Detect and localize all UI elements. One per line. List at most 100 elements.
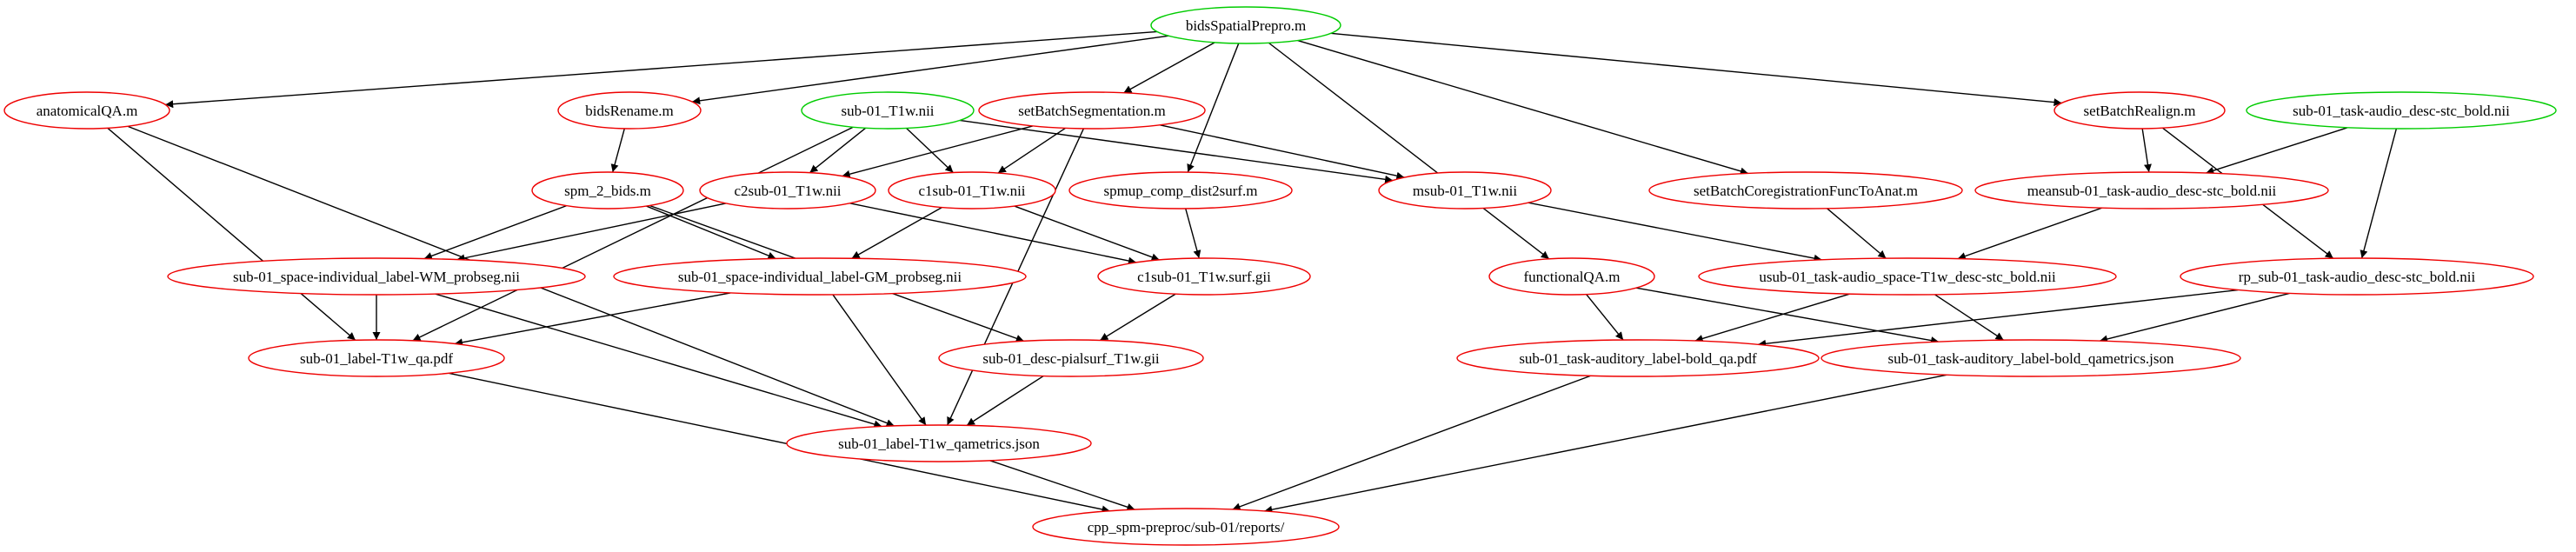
edge-setBatchSegmentation-to-c1sub01	[997, 127, 1066, 174]
node-ellipse	[1974, 171, 2329, 209]
node-ellipse	[1068, 171, 1293, 209]
edge-bidsRename-to-spm2bids	[610, 128, 625, 173]
node-ellipse	[3, 91, 170, 130]
node-reports[interactable]: cpp_spm-preproc/sub-01/reports/	[1032, 508, 1340, 546]
node-ellipse	[1488, 257, 1655, 296]
node-label: rp_sub-01_task-audio_desc-stc_bold.nii	[2239, 269, 2476, 285]
node-label: c1sub-01_T1w.surf.gii	[1137, 269, 1271, 285]
node-ellipse	[801, 91, 975, 130]
node-label: sub-01_T1w.nii	[841, 103, 934, 119]
nodes-layer: bidsSpatialPrepro.m anatomicalQA.m bidsRen…	[3, 6, 2557, 546]
node-spmupDist2surf[interactable]: spmup_comp_dist2surf.m	[1068, 171, 1293, 209]
node-anatomicalQA[interactable]: anatomicalQA.m	[3, 91, 170, 130]
node-label: sub-01_desc-pialsurf_T1w.gii	[982, 350, 1160, 367]
edge-t1wQaPdf-to-reports	[448, 372, 1110, 514]
node-ellipse	[978, 91, 1206, 130]
node-ellipse	[888, 171, 1056, 209]
node-msub01[interactable]: msub-01_T1w.nii	[1378, 171, 1552, 209]
node-label: cpp_spm-preproc/sub-01/reports/	[1088, 519, 1285, 535]
node-rpBold[interactable]: rp_sub-01_task-audio_desc-stc_bold.nii	[2180, 257, 2534, 296]
edge-usubBold-to-boldQametrics	[1934, 294, 2004, 341]
node-label: bidsRename.m	[585, 103, 674, 119]
node-label: sub-01_space-individual_label-WM_probseg…	[233, 269, 520, 285]
node-label: setBatchRealign.m	[2084, 103, 2196, 119]
node-setBatchRealign[interactable]: setBatchRealign.m	[2053, 91, 2226, 130]
edge-functionalQA-to-boldQaPdf	[1586, 294, 1624, 341]
edges-layer	[107, 30, 2398, 514]
edge-setBatchCoreg-to-usubBold	[1827, 208, 1887, 259]
edge-spm2bids-to-wmProbseg	[423, 204, 567, 260]
node-setBatchSegmentation[interactable]: setBatchSegmentation.m	[978, 91, 1206, 130]
edge-rpBold-to-boldQametrics	[2099, 292, 2290, 343]
edge-c1sub01-to-c1surf	[1014, 205, 1160, 262]
node-label: sub-01_label-T1w_qa.pdf	[300, 350, 453, 367]
node-label: setBatchCoregistrationFuncToAnat.m	[1694, 183, 1918, 199]
node-gmProbseg[interactable]: sub-01_space-individual_label-GM_probseg…	[613, 257, 1027, 296]
node-ellipse	[2180, 257, 2534, 296]
edge-sub01T1w-to-c2sub01	[809, 127, 867, 174]
node-label: sub-01_task-auditory_label-bold_qametric…	[1887, 350, 2174, 367]
edge-bidsSpatialPrepro-to-setBatchCoreg	[1297, 39, 1749, 176]
node-ellipse	[248, 339, 505, 377]
node-label: spmup_comp_dist2surf.m	[1103, 183, 1257, 199]
node-label: spm_2_bids.m	[564, 183, 651, 199]
node-ellipse	[531, 171, 684, 209]
node-ellipse	[557, 91, 702, 130]
node-ellipse	[938, 339, 1204, 377]
node-setBatchCoreg[interactable]: setBatchCoregistrationFuncToAnat.m	[1648, 171, 1963, 209]
edge-sub01T1w-to-c1sub01	[906, 127, 954, 174]
edge-bidsSpatialPrepro-to-functionalQA	[1268, 42, 1550, 260]
node-sub01TaskBold[interactable]: sub-01_task-audio_desc-stc_bold.nii	[2246, 91, 2557, 130]
node-bidsSpatialPrepro[interactable]: bidsSpatialPrepro.m	[1150, 6, 1341, 44]
node-label: meansub-01_task-audio_desc-stc_bold.nii	[2027, 183, 2277, 199]
edge-sub01TaskBold-to-meanBold	[2206, 127, 2348, 175]
node-pialsurf[interactable]: sub-01_desc-pialsurf_T1w.gii	[938, 339, 1204, 377]
node-label: bidsSpatialPrepro.m	[1186, 17, 1306, 34]
node-label: setBatchSegmentation.m	[1018, 103, 1166, 119]
edge-t1wQametrics-to-reports	[989, 460, 1135, 511]
node-spm2bids[interactable]: spm_2_bids.m	[531, 171, 684, 209]
node-c1sub01[interactable]: c1sub-01_T1w.nii	[888, 171, 1056, 209]
node-functionalQA[interactable]: functionalQA.m	[1488, 257, 1655, 296]
node-boldQaPdf[interactable]: sub-01_task-auditory_label-bold_qa.pdf	[1456, 339, 1820, 377]
node-bidsRename[interactable]: bidsRename.m	[557, 91, 702, 130]
node-label: sub-01_task-auditory_label-bold_qa.pdf	[1519, 350, 1757, 367]
node-ellipse	[786, 424, 1092, 462]
edge-bidsSpatialPrepro-to-setBatchSegmentation	[1123, 42, 1215, 94]
node-wmProbseg[interactable]: sub-01_space-individual_label-WM_probseg…	[167, 257, 586, 296]
node-ellipse	[1698, 257, 2117, 296]
node-ellipse	[1150, 6, 1341, 44]
node-usubBold[interactable]: usub-01_task-audio_space-T1w_desc-stc_bo…	[1698, 257, 2117, 296]
node-sub01T1w[interactable]: sub-01_T1w.nii	[801, 91, 975, 130]
edge-gmProbseg-to-t1wQametrics	[832, 294, 927, 426]
edge-spm2bids-to-gmProbseg	[646, 205, 776, 260]
edge-boldQaPdf-to-reports	[1232, 375, 1591, 511]
node-ellipse	[613, 257, 1027, 296]
edge-meanBold-to-usubBold	[1957, 207, 2103, 260]
edge-sub01T1w-to-msub01	[959, 119, 1394, 183]
node-ellipse	[1456, 339, 1820, 377]
edge-wmProbseg-to-t1wQametrics	[435, 293, 882, 429]
edge-c2sub01-to-c1surf	[849, 203, 1137, 265]
edge-rpBold-to-boldQaPdf	[1758, 289, 2239, 348]
node-label: c2sub-01_T1w.nii	[734, 183, 841, 199]
node-ellipse	[2053, 91, 2226, 130]
node-ellipse	[1648, 171, 1963, 209]
node-t1wQaPdf[interactable]: sub-01_label-T1w_qa.pdf	[248, 339, 505, 377]
edge-sub01T1w-to-t1wQaPdf	[412, 126, 854, 342]
node-c1surf[interactable]: c1sub-01_T1w.surf.gii	[1097, 257, 1311, 296]
node-t1wQametrics[interactable]: sub-01_label-T1w_qametrics.json	[786, 424, 1092, 462]
edge-bidsSpatialPrepro-to-spmupDist2surf	[1187, 43, 1240, 173]
node-ellipse	[699, 171, 876, 209]
node-label: sub-01_space-individual_label-GM_probseg…	[678, 269, 962, 285]
edge-c1surf-to-pialsurf	[1099, 293, 1176, 342]
node-label: anatomicalQA.m	[37, 103, 138, 119]
node-c2sub01[interactable]: c2sub-01_T1w.nii	[699, 171, 876, 209]
node-label: sub-01_label-T1w_qametrics.json	[838, 436, 1040, 452]
node-boldQametrics[interactable]: sub-01_task-auditory_label-bold_qametric…	[1821, 339, 2241, 377]
node-meanBold[interactable]: meansub-01_task-audio_desc-stc_bold.nii	[1974, 171, 2329, 209]
node-ellipse	[1378, 171, 1552, 209]
edge-bidsSpatialPrepro-to-setBatchRealign	[1330, 32, 2062, 107]
node-ellipse	[2246, 91, 2557, 130]
